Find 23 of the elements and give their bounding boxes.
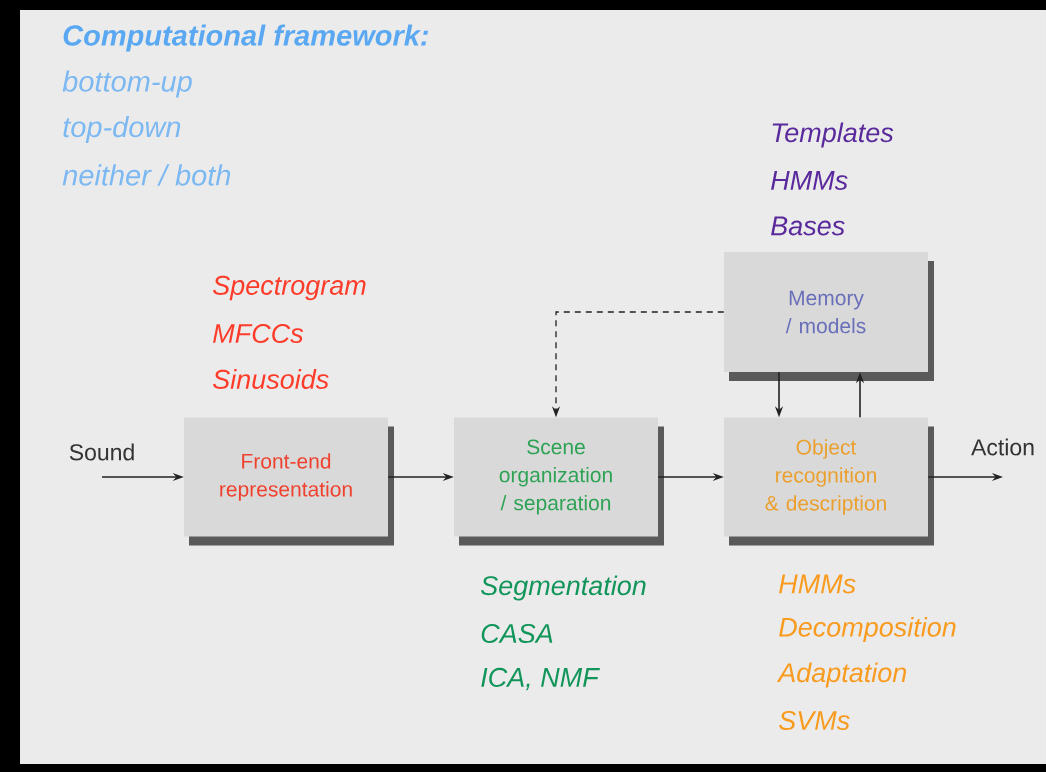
process-box: Scene organization / separation (454, 417, 664, 546)
signal-label: Action (971, 438, 1034, 456)
method-label: ICA, NMF (481, 667, 600, 691)
framework-option: bottom-up (62, 70, 192, 98)
signal-label: Sound (69, 443, 134, 461)
method-label: CASA (481, 623, 553, 644)
framework-option: neither / both (62, 164, 231, 186)
method-label: Spectrogram (212, 275, 366, 301)
method-label: Adaptation (776, 662, 907, 688)
method-label: Decomposition (779, 616, 956, 643)
method-label: HMMs (771, 171, 848, 190)
method-label: MFCCs (213, 323, 304, 344)
framework-option: top-down (63, 116, 181, 144)
method-label: SVMs (779, 710, 850, 731)
process-box: Object recognition & description (724, 417, 934, 546)
method-label: Sinusoids (212, 369, 329, 389)
title: Computational framework: (63, 24, 429, 52)
method-label: HMMs (779, 574, 856, 594)
process-box: Memory / models (724, 252, 934, 381)
method-label: Segmentation (481, 575, 646, 601)
process-box: Front-end representation (184, 417, 394, 546)
method-label: Templates (772, 122, 894, 148)
method-label: Bases (771, 216, 845, 236)
